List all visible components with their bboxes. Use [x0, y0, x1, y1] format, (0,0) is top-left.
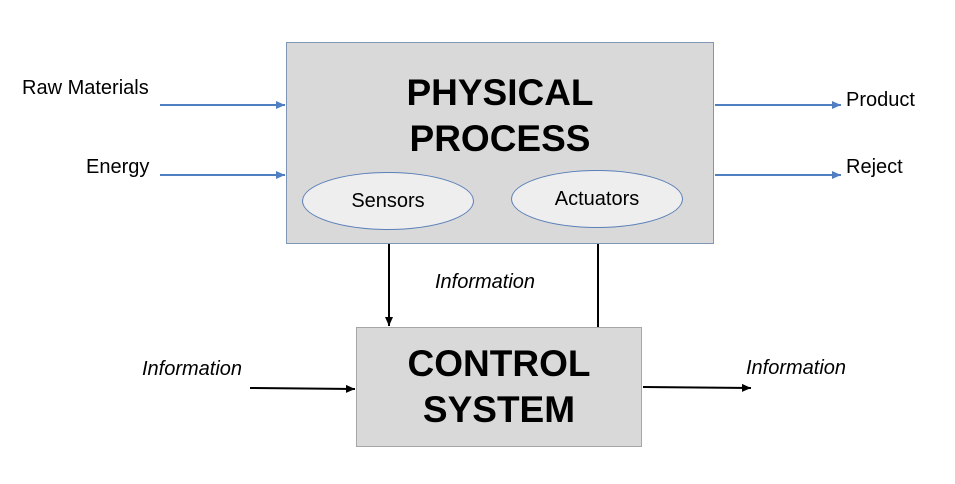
physical-process-title: PHYSICAL PROCESS [406, 72, 594, 159]
energy-label: Energy [86, 156, 150, 178]
product-label: Product [846, 89, 915, 111]
information-out-label: Information [746, 357, 847, 379]
information-middle-label: Information [435, 271, 536, 293]
actuators-ellipse: Actuators [511, 170, 683, 228]
control-system-title: CONTROL SYSTEM [407, 343, 591, 430]
control-system-box: CONTROL SYSTEM [356, 327, 642, 447]
sensors-label: Sensors [351, 189, 425, 212]
sensors-ellipse: Sensors [302, 172, 474, 230]
information-in-arrow [249, 384, 356, 393]
actuators-label: Actuators [554, 187, 640, 210]
information-in-label: Information [142, 358, 243, 380]
reject-label: Reject [846, 156, 903, 178]
raw-materials-label: Raw Materials [22, 77, 149, 99]
information-out-arrow [642, 383, 752, 392]
